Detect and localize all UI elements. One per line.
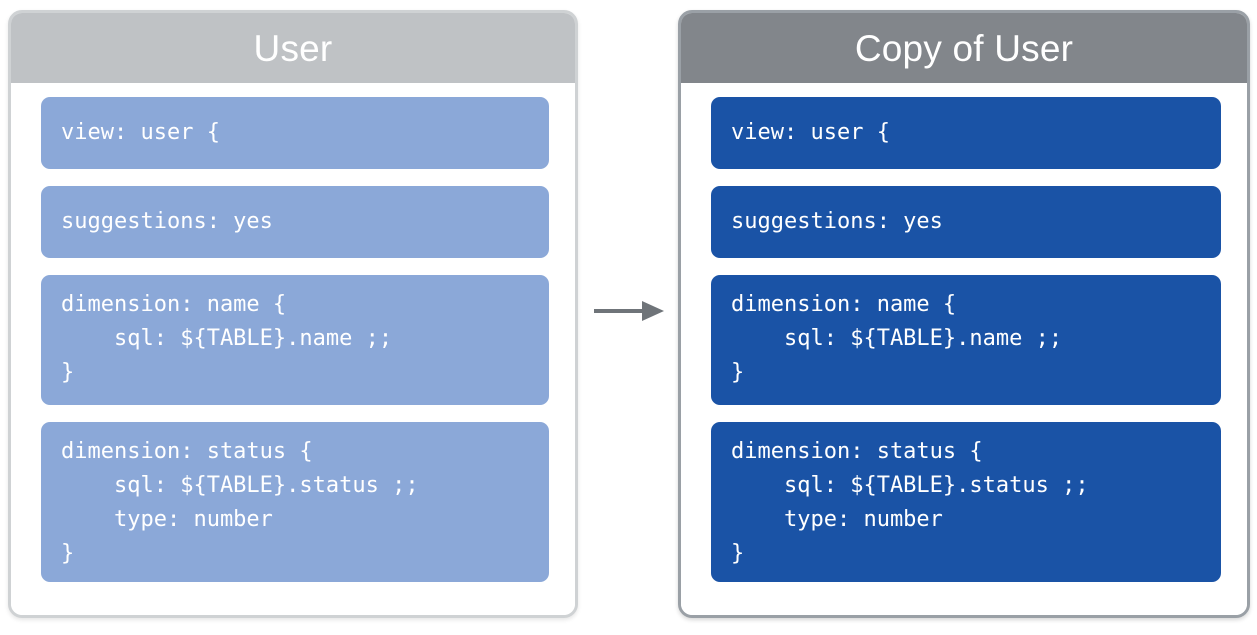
code-block-view: view: user { xyxy=(41,97,549,169)
code-block-view: view: user { xyxy=(711,97,1221,169)
arrow-right-icon xyxy=(594,299,664,323)
code-block-suggestions: suggestions: yes xyxy=(41,186,549,258)
panel-source-user: User view: user { suggestions: yes dimen… xyxy=(8,10,578,618)
panel-source-body: view: user { suggestions: yes dimension:… xyxy=(11,83,575,615)
code-block-dimension-name: dimension: name { sql: ${TABLE}.name ;; … xyxy=(711,275,1221,405)
panel-source-title: User xyxy=(11,13,575,83)
panel-copy-title: Copy of User xyxy=(681,13,1247,83)
panel-copy-of-user: Copy of User view: user { suggestions: y… xyxy=(678,10,1250,618)
code-block-dimension-status: dimension: status { sql: ${TABLE}.status… xyxy=(711,422,1221,582)
code-block-suggestions: suggestions: yes xyxy=(711,186,1221,258)
code-block-dimension-status: dimension: status { sql: ${TABLE}.status… xyxy=(41,422,549,582)
code-block-dimension-name: dimension: name { sql: ${TABLE}.name ;; … xyxy=(41,275,549,405)
panel-copy-body: view: user { suggestions: yes dimension:… xyxy=(681,83,1247,615)
